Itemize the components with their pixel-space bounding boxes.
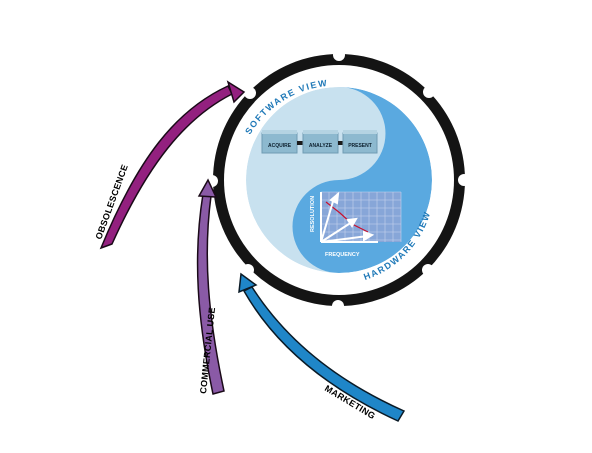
ring-dot	[332, 300, 344, 312]
ring-dot	[333, 49, 345, 61]
analyze-box: ANALYZE	[302, 130, 339, 154]
hardware-graph: RESOLUTION FREQUENCY	[310, 191, 402, 258]
ring-dot	[423, 86, 435, 98]
software-process: ACQUIRE ANALYZE PRESENT	[261, 130, 378, 154]
present-box: PRESENT	[342, 130, 378, 154]
connector	[297, 141, 304, 145]
ring-dot	[422, 264, 434, 276]
resolution-axis-label: RESOLUTION	[310, 196, 316, 232]
trend-line	[325, 201, 369, 233]
growth-arrows	[320, 191, 375, 243]
ring-dot	[242, 264, 254, 276]
acquire-label: ACQUIRE	[268, 143, 292, 149]
frequency-axis-label: FREQUENCY	[325, 252, 360, 258]
connector	[338, 141, 344, 145]
acquire-box: ACQUIRE	[261, 130, 298, 154]
present-label: PRESENT	[348, 143, 372, 149]
analyze-label: ANALYZE	[309, 143, 333, 149]
ring-dot	[458, 174, 470, 186]
commercial-use-arrow: COMMERCIAL USE	[196, 178, 225, 395]
ring-dot	[244, 87, 256, 99]
